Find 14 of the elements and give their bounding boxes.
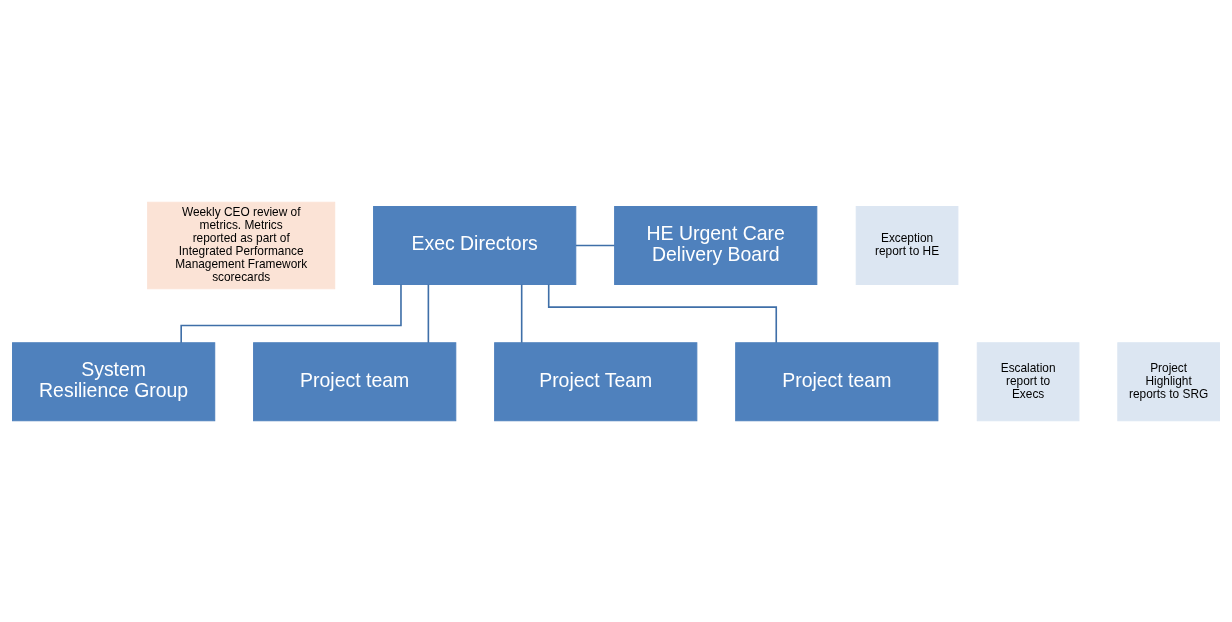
node-box: Exec Directors: [373, 205, 577, 285]
node-box: Project team: [735, 341, 939, 421]
node-box: Project Team: [494, 341, 698, 421]
node-box: Project Highlight reports to SRG: [1117, 341, 1220, 421]
node-box: HE Urgent Care Delivery Board: [614, 205, 818, 285]
connector: [547, 283, 778, 344]
node-box: Project team: [253, 341, 457, 421]
connector: [575, 244, 616, 246]
connector: [520, 283, 523, 344]
node-box: System Resilience Group: [12, 341, 216, 421]
node-box: Weekly CEO review of metrics. Metrics reported as part of Integrated Performance Management Framework scorecards: [147, 201, 336, 289]
connector: [427, 283, 430, 344]
node-box: Escalation report to Execs: [976, 341, 1080, 421]
node-box: Exception report to HE: [855, 205, 959, 285]
